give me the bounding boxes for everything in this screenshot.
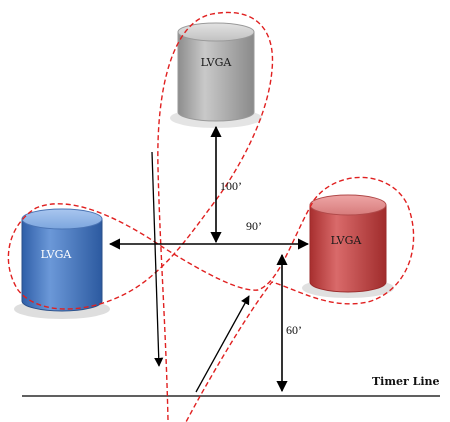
cylinder-left-label: LVGA bbox=[41, 248, 73, 261]
exit-arrow-up bbox=[195, 295, 250, 393]
timer-line-label: Timer Line bbox=[372, 375, 440, 388]
cylinder-left: LVGA bbox=[14, 208, 110, 319]
approach-arrow-down bbox=[151, 151, 164, 367]
route-path bbox=[7, 11, 415, 422]
distance-vertical-top-label: 100’ bbox=[220, 179, 242, 193]
cylinder-top-label: LVGA bbox=[201, 56, 233, 69]
cylinder-top: LVGA bbox=[170, 22, 262, 128]
cylinder-right: LVGA bbox=[302, 194, 394, 298]
cylinder-right-label: LVGA bbox=[331, 234, 363, 247]
distance-horizontal-label: 90’ bbox=[246, 219, 262, 233]
distance-timer-label: 60’ bbox=[286, 323, 302, 337]
